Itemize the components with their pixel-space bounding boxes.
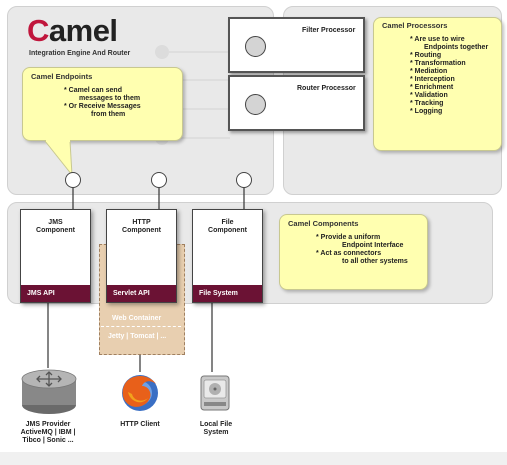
jms-component-title: JMS Component (21, 219, 90, 235)
components-note-item: to all other systems (342, 258, 408, 265)
processors-note-item: * Routing (410, 52, 442, 59)
processors-note-item: * Interception (410, 76, 455, 83)
jms-api-bar: JMS API (21, 285, 90, 302)
faint-circle (155, 45, 169, 59)
endpoints-note-title: Camel Endpoints (31, 72, 93, 81)
firefox-browser-icon (122, 375, 158, 411)
jms-broker-icon (21, 369, 77, 414)
endpoints-note-item: from them (91, 111, 126, 118)
components-note-title: Camel Components (288, 219, 359, 228)
logo-initial: C (27, 13, 49, 48)
logo-rest: amel (48, 13, 118, 48)
http-client-caption: HTTP Client (105, 421, 175, 429)
http-endpoint-port-icon[interactable] (151, 172, 167, 188)
servlet-api-bar: Servlet API (107, 285, 176, 302)
processors-note-item: * Are use to wire (410, 36, 465, 43)
router-processor-port-icon[interactable] (245, 94, 266, 115)
filter-processor[interactable]: Filter Processor (228, 17, 365, 73)
hard-drive-icon (200, 375, 230, 411)
processors-note-item: Endpoints together (424, 44, 489, 51)
processors-note-item: * Validation (410, 92, 448, 99)
http-client-caption-line: HTTP Client (120, 421, 160, 428)
filter-processor-port-icon[interactable] (245, 36, 266, 57)
local-file-caption-line: System (203, 429, 229, 436)
http-component-title: HTTP Component (107, 219, 176, 235)
processors-note-item: * Logging (410, 108, 443, 115)
http-component-title-line: Component (122, 227, 161, 234)
jms-provider-caption-line: Tibco | Sonic ... (22, 437, 74, 444)
jms-provider-caption: JMS Provider ActiveMQ | IBM | Tibco | So… (8, 421, 88, 445)
filter-processor-label: Filter Processor (302, 27, 356, 34)
camel-logo: Camel (27, 14, 118, 48)
bottom-strip (0, 452, 507, 465)
processors-note-item: * Transformation (410, 60, 466, 67)
processors-note-title: Camel Processors (382, 21, 448, 30)
jms-provider-caption-line: ActiveMQ | IBM | (20, 429, 76, 436)
components-note-item: Endpoint Interface (342, 242, 404, 249)
endpoints-note-item: messages to them (79, 95, 141, 102)
file-component-title-line: Component (208, 227, 247, 234)
processors-note-item: * Enrichment (410, 84, 454, 91)
processors-note: Camel Processors * Are use to wire Endpo… (373, 17, 502, 151)
http-component[interactable]: HTTP Component Servlet API (106, 209, 177, 303)
http-component-title-line: HTTP (132, 219, 151, 226)
local-file-caption-line: Local File (199, 421, 233, 428)
file-component-title: File Component (193, 219, 262, 235)
components-note: Camel Components * Provide a uniform End… (279, 214, 428, 290)
jms-component-title-line: JMS (48, 219, 63, 226)
processors-note-item: * Tracking (410, 100, 444, 107)
endpoints-note-item: * Camel can send (64, 87, 122, 94)
file-endpoint-port-icon[interactable] (236, 172, 252, 188)
jms-provider-caption-line: JMS Provider (25, 421, 71, 428)
endpoints-note: Camel Endpoints * Camel can send message… (22, 67, 183, 141)
logo-subtitle: Integration Engine And Router (29, 50, 131, 57)
jms-component-title-line: Component (36, 227, 75, 234)
jms-component[interactable]: JMS Component JMS API (20, 209, 91, 303)
web-container-divider (101, 326, 181, 327)
file-component-title-line: File (221, 219, 234, 226)
endpoints-note-item: * Or Receive Messages (64, 103, 141, 110)
file-component[interactable]: File Component File System (192, 209, 263, 303)
web-container-servers: Jetty | Tomcat | ... (108, 333, 167, 340)
router-processor-label: Router Processor (297, 85, 356, 92)
web-container-title: Web Container (112, 315, 162, 322)
components-note-item: * Provide a uniform (316, 234, 381, 241)
processors-note-item: * Mediation (410, 68, 448, 75)
jms-endpoint-port-icon[interactable] (65, 172, 81, 188)
components-note-item: * Act as connectors (316, 250, 382, 257)
local-file-caption: Local File System (192, 421, 240, 437)
file-system-bar: File System (193, 285, 262, 302)
